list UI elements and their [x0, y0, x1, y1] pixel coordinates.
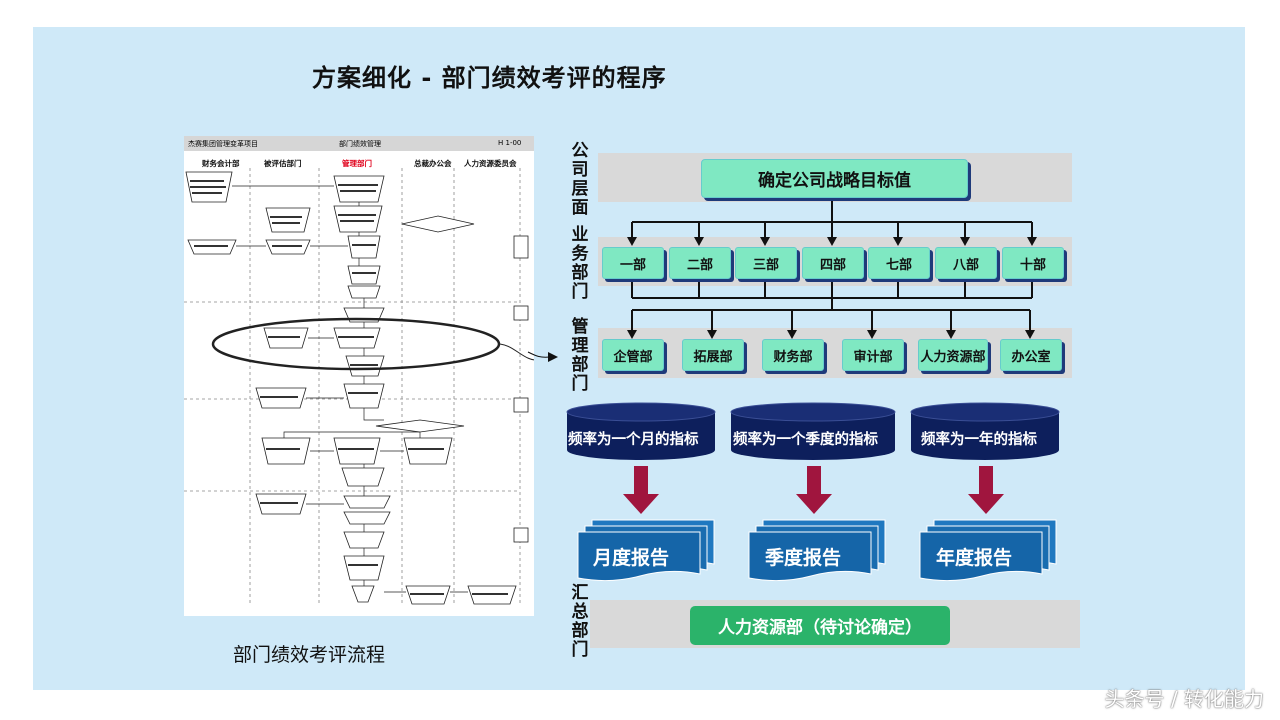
level-label-business: 业务部门	[571, 225, 589, 302]
mgmt-dept-finance: 财务部	[762, 339, 824, 371]
report-stack-quarterly	[748, 519, 886, 582]
business-dept-10: 十部	[1002, 247, 1064, 279]
flowchart-graphic	[184, 168, 534, 606]
business-dept-2: 二部	[669, 247, 731, 279]
level-label-summary: 汇总部门	[571, 583, 589, 660]
business-dept-8: 八部	[935, 247, 997, 279]
frequency-quarterly: 频率为一个季度的指标	[733, 432, 878, 448]
arrow-down-monthly	[623, 466, 659, 514]
level-label-management: 管理部门	[571, 317, 589, 394]
level-label-company: 公司层面	[571, 141, 589, 218]
mgmt-dept-hr: 人力资源部	[918, 339, 988, 371]
arrow-down-quarterly	[796, 466, 832, 514]
frequency-monthly: 频率为一个月的指标	[568, 432, 699, 448]
business-dept-4: 四部	[802, 247, 864, 279]
mgmt-dept-enterprise: 企管部	[602, 339, 664, 371]
flowchart-caption: 部门绩效考评流程	[233, 644, 386, 666]
report-quarterly: 季度报告	[765, 547, 842, 569]
business-dept-1: 一部	[602, 247, 664, 279]
cylinder-monthly	[566, 402, 716, 460]
mgmt-dept-expansion: 拓展部	[682, 339, 744, 371]
flowchart-column-evaluated: 被评估部门	[264, 159, 302, 168]
frequency-yearly: 频率为一年的指标	[921, 432, 1037, 448]
slide-title: 方案细化 - 部门绩效考评的程序	[312, 64, 667, 92]
cylinder-quarterly	[730, 402, 896, 460]
mgmt-dept-audit: 审计部	[842, 339, 904, 371]
flowchart-column-finance: 财务会计部	[202, 159, 240, 168]
flowchart-thumbnail: 杰赛集团管理变革项目 部门绩效管理 H 1-00 财务会计部 被评估部门 管理部…	[184, 136, 534, 616]
company-strategy-box: 确定公司战略目标值	[701, 159, 968, 198]
mgmt-dept-office: 办公室	[1000, 339, 1062, 371]
flowchart-header-project: 杰赛集团管理变革项目	[188, 140, 258, 148]
business-dept-3: 三部	[735, 247, 797, 279]
flowchart-header-code: H 1-00	[498, 139, 522, 147]
flowchart-header: 杰赛集团管理变革项目 部门绩效管理 H 1-00	[184, 136, 534, 151]
report-stack-monthly	[577, 519, 715, 582]
report-stack-yearly	[919, 519, 1057, 582]
report-yearly: 年度报告	[936, 547, 1013, 569]
band-management	[598, 328, 1072, 378]
flowchart-column-president: 总裁办公会	[414, 159, 452, 168]
summary-hr-box: 人力资源部（待讨论确定）	[690, 606, 950, 645]
watermark: 头条号 / 转化能力	[1104, 687, 1264, 711]
arrow-down-yearly	[968, 466, 1004, 514]
flowchart-column-hr-committee: 人力资源委员会	[464, 159, 517, 168]
cylinder-yearly	[910, 402, 1060, 460]
flowchart-header-process: 部门绩效管理	[339, 140, 381, 148]
flowchart-column-management: 管理部门	[342, 159, 372, 168]
business-dept-7: 七部	[868, 247, 930, 279]
report-monthly: 月度报告	[593, 547, 670, 569]
